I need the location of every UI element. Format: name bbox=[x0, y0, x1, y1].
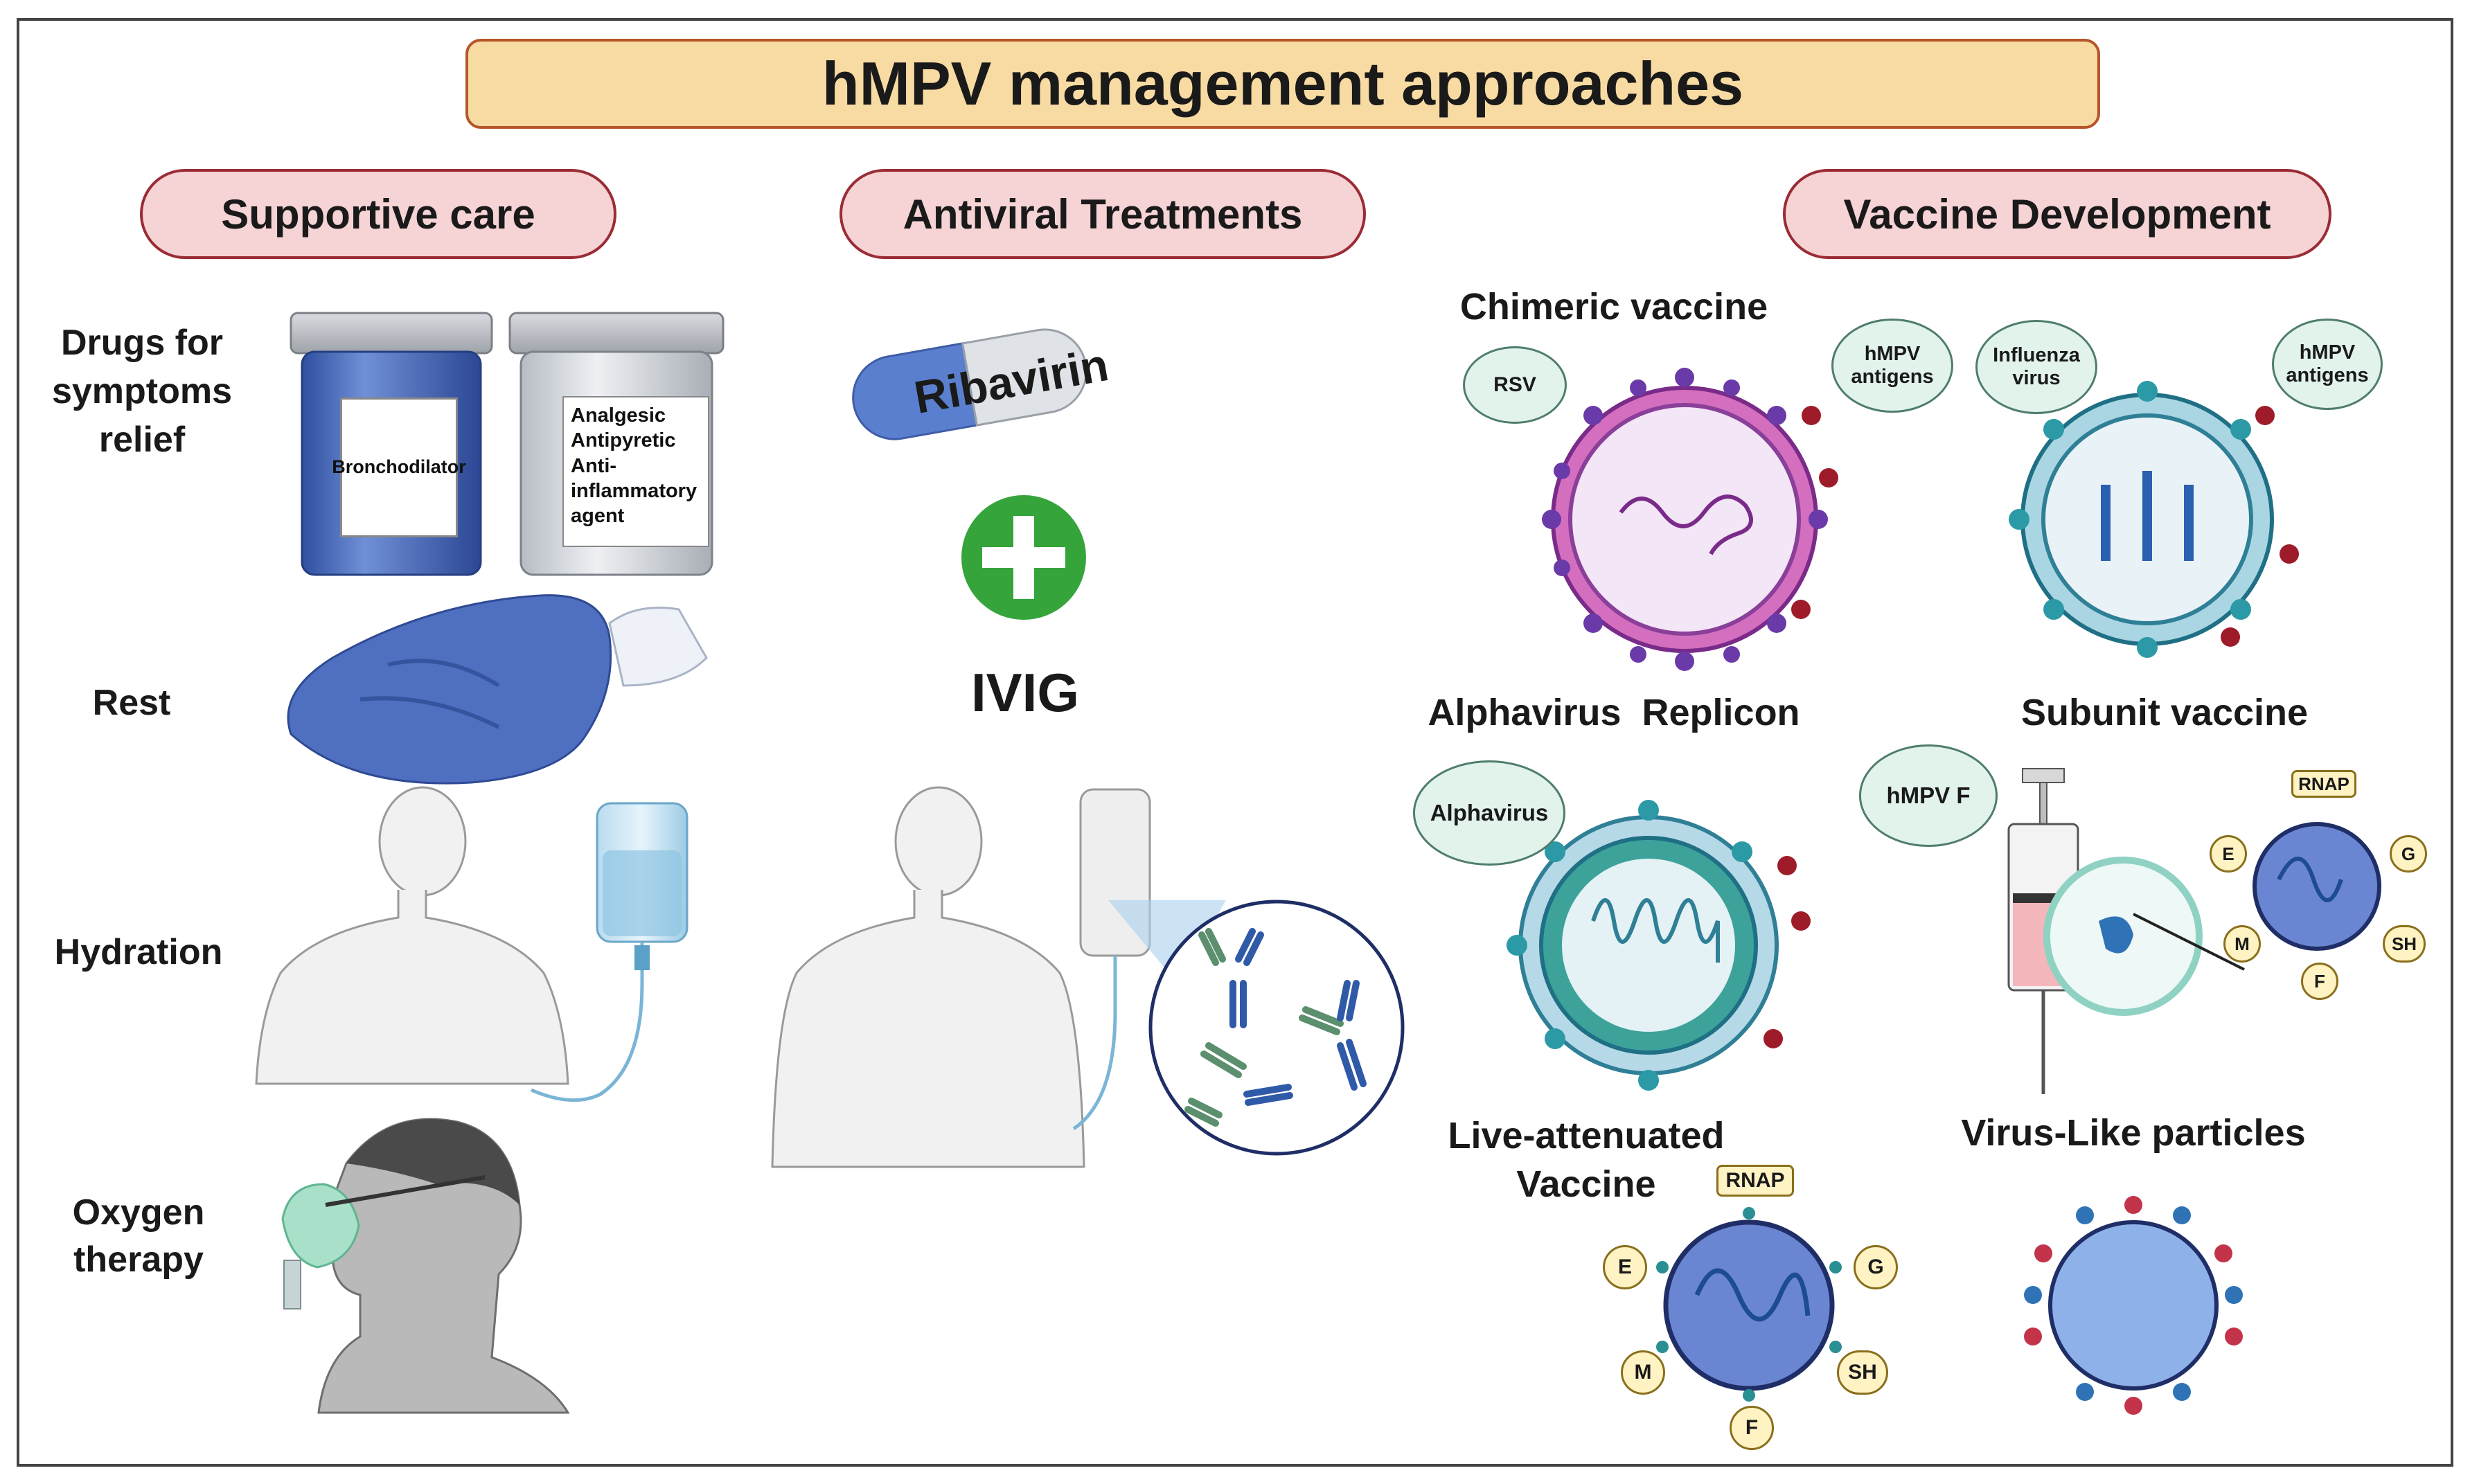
bubble-hmpv-f: hMPV F bbox=[1859, 744, 1998, 847]
live-attenuated-virus-icon bbox=[1656, 1207, 1842, 1402]
section-supportive-care: Supportive care bbox=[140, 169, 616, 259]
section-antiviral: Antiviral Treatments bbox=[839, 169, 1366, 259]
live-gene-sh: SH bbox=[1837, 1350, 1888, 1395]
alphavirus-virus-icon bbox=[1507, 800, 1811, 1091]
rest-blanket-icon bbox=[287, 594, 708, 785]
hydration-person-icon bbox=[255, 786, 569, 1085]
live-gene-m: M bbox=[1621, 1350, 1665, 1395]
subunit-vaccine-label: Subunit vaccine bbox=[2020, 692, 2309, 733]
bubble-alphavirus: Alphavirus bbox=[1413, 760, 1565, 866]
bubble-hmpv-antigens-2: hMPV antigens bbox=[2272, 319, 2383, 410]
analgesic-label: Analgesic Antipyretic Anti- inflammatory… bbox=[562, 396, 709, 547]
section-antiviral-label: Antiviral Treatments bbox=[903, 190, 1303, 238]
subunit-gene-g: G bbox=[2390, 835, 2427, 873]
live-gene-e: E bbox=[1603, 1245, 1647, 1289]
bubble-rsv: RSV bbox=[1463, 346, 1567, 424]
section-vaccine: Vaccine Development bbox=[1783, 169, 2331, 259]
bubble-influenza-virus: Influenza virus bbox=[1975, 320, 2097, 414]
label-hydration: Hydration bbox=[54, 932, 223, 972]
live-gene-f: F bbox=[1730, 1406, 1774, 1450]
section-vaccine-label: Vaccine Development bbox=[1843, 190, 2271, 238]
subunit-rnap-tag: RNAP bbox=[2291, 770, 2356, 798]
bronchodilator-label: Bronchodilator bbox=[332, 398, 466, 537]
alphavirus-replicon-label: Alphavirus Replicon bbox=[1428, 692, 1800, 733]
influenza-virus-icon bbox=[2009, 381, 2299, 658]
plus-icon bbox=[961, 495, 1086, 620]
subunit-gene-m: M bbox=[2223, 925, 2261, 963]
ivig-person-icon bbox=[771, 786, 1085, 1168]
live-attenuated-label: Live-attenuated Vaccine bbox=[1448, 1115, 1725, 1206]
syringe-icon bbox=[2007, 768, 2245, 1094]
label-rest: Rest bbox=[92, 683, 171, 723]
diagram-frame bbox=[17, 18, 2453, 1467]
oxygen-patient-icon bbox=[281, 1118, 570, 1414]
chimeric-virus-icon bbox=[1542, 368, 1838, 671]
ribavirin-pill-icon bbox=[852, 328, 1087, 440]
bubble-hmpv-antigens-1: hMPV antigens bbox=[1831, 319, 1953, 413]
vlp-label: Virus-Like particles bbox=[1961, 1112, 2306, 1154]
title-banner: hMPV management approaches bbox=[465, 39, 2100, 129]
ivig-label: IVIG bbox=[970, 662, 1080, 723]
subunit-mini-virus-icon bbox=[2253, 822, 2381, 951]
live-gene-g: G bbox=[1854, 1245, 1898, 1289]
label-oxygen: Oxygen therapy bbox=[72, 1192, 205, 1280]
label-drugs: Drugs for symptoms relief bbox=[51, 323, 233, 461]
section-supportive-label: Supportive care bbox=[221, 190, 535, 238]
chimeric-vaccine-label: Chimeric vaccine bbox=[1459, 286, 1768, 328]
live-rnap-tag: RNAP bbox=[1716, 1165, 1794, 1197]
subunit-gene-f: F bbox=[2301, 963, 2338, 1000]
subunit-gene-e: E bbox=[2210, 835, 2247, 873]
diagram-title: hMPV management approaches bbox=[821, 49, 1744, 118]
antibody-circle-icon bbox=[1148, 900, 1405, 1156]
ivig-bag-icon bbox=[1072, 788, 1226, 1131]
vlp-virus-icon bbox=[2024, 1196, 2243, 1415]
subunit-gene-sh: SH bbox=[2383, 925, 2426, 963]
hydration-iv-bag-icon bbox=[531, 802, 688, 1102]
